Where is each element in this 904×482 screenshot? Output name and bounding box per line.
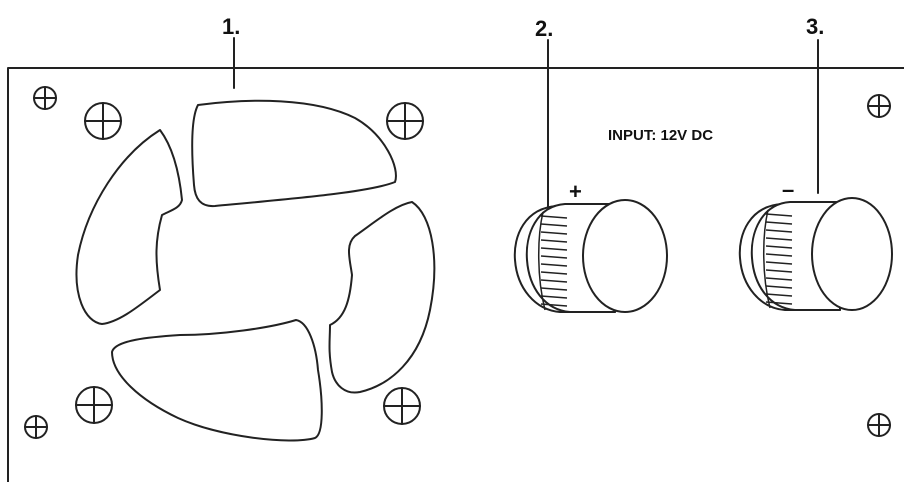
- panel-screw-top-right: [867, 94, 891, 118]
- panel-outline: [7, 67, 904, 482]
- positive-knob-cap: [582, 199, 668, 313]
- positive-sign: +: [569, 179, 582, 204]
- fan-screw-bottom-right: [383, 387, 421, 425]
- knurl-line: [540, 287, 568, 291]
- knurl-line: [540, 271, 568, 275]
- knurl-line: [765, 229, 793, 233]
- panel-screw-bottom-right: [867, 413, 891, 437]
- fan-screw-bottom-left: [75, 386, 113, 424]
- knurl-line: [765, 213, 793, 217]
- knurl-line: [540, 239, 568, 243]
- knurl-line: [765, 237, 793, 241]
- knurl-edge: [538, 211, 546, 311]
- knurl-line: [540, 231, 568, 235]
- callout-positive-terminal: 2.: [535, 16, 553, 41]
- fan-screw-top-left: [84, 102, 122, 140]
- knurl-line: [765, 285, 793, 289]
- knurl-line: [765, 301, 793, 305]
- knurl-line: [765, 277, 793, 281]
- negative-terminal-knob: [738, 197, 893, 311]
- panel-screw-top-left: [33, 86, 57, 110]
- negative-knob-knurling: [763, 209, 793, 309]
- knurl-line: [765, 261, 793, 265]
- panel-screw-bottom-left: [24, 415, 48, 439]
- knurl-line: [540, 247, 568, 251]
- knurl-line: [540, 215, 568, 219]
- fan-grille: [75, 99, 436, 442]
- knurl-line: [540, 303, 568, 307]
- knurl-edge: [763, 209, 771, 309]
- fan-blade-left: [75, 129, 183, 325]
- knurl-line: [540, 255, 568, 259]
- knurl-line: [765, 269, 793, 273]
- knurl-line: [540, 263, 568, 267]
- positive-knob-knurling: [538, 211, 568, 311]
- knurl-line: [765, 221, 793, 225]
- negative-sign: –: [782, 177, 794, 202]
- knurl-line: [765, 253, 793, 257]
- knurl-line: [765, 293, 793, 297]
- fan-blade-right: [328, 201, 436, 394]
- knurl-line: [540, 279, 568, 283]
- positive-terminal-knob: [513, 199, 668, 313]
- fan-blade-bottom: [111, 319, 323, 442]
- fan-blade-top: [191, 99, 397, 208]
- knurl-line: [765, 245, 793, 249]
- input-voltage-label: INPUT: 12V DC: [608, 127, 713, 144]
- knurl-line: [540, 223, 568, 227]
- callout-negative-terminal: 3.: [806, 14, 824, 39]
- callout-fan: 1.: [222, 14, 240, 39]
- fan-screw-top-right: [386, 102, 424, 140]
- negative-knob-cap: [811, 197, 893, 311]
- knurl-line: [540, 295, 568, 299]
